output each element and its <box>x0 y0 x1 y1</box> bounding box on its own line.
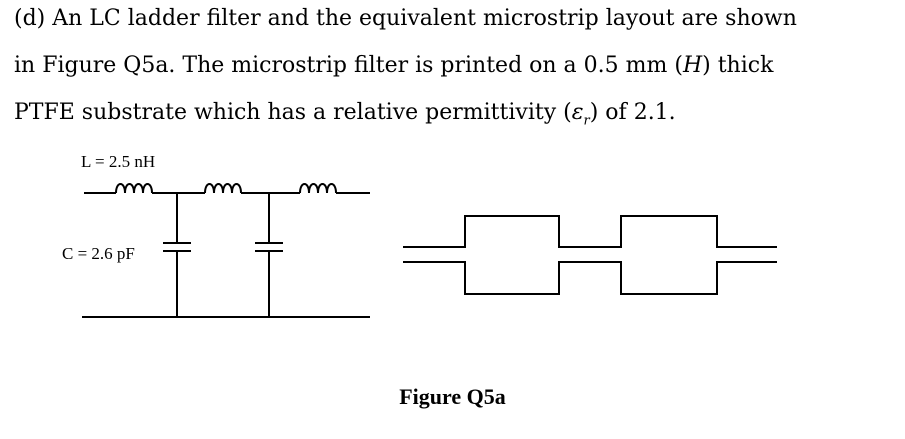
microstrip-outline-top <box>403 215 777 248</box>
inductor-label: L = 2.5 nH <box>81 152 155 171</box>
microstrip-outline-bottom <box>403 261 777 295</box>
question-line-2: in Figure Q5a. The microstrip filter is … <box>14 53 773 79</box>
thickness-symbol: H <box>682 53 703 78</box>
capacitor-label: C = 2.6 pF <box>62 244 135 263</box>
question-line-1: (d) An LC ladder filter and the equivale… <box>14 6 797 31</box>
question-line-3: PTFE substrate which has a relative perm… <box>14 100 676 134</box>
figure-caption: Figure Q5a <box>399 384 506 409</box>
inductor-3 <box>299 183 337 194</box>
microstrip-layout <box>403 215 777 295</box>
lc-ladder-schematic <box>82 183 370 318</box>
inductor-2 <box>204 183 242 194</box>
question-line-3-text: PTFE substrate which has a relative perm… <box>14 100 572 125</box>
question-line-3-end: ) of 2.1. <box>589 100 676 125</box>
inductor-1 <box>115 183 153 194</box>
permittivity-symbol: εr <box>571 100 590 129</box>
question-line-2-end: ) thick <box>702 53 774 78</box>
question-line-2-text: in Figure Q5a. The microstrip filter is … <box>14 53 683 78</box>
